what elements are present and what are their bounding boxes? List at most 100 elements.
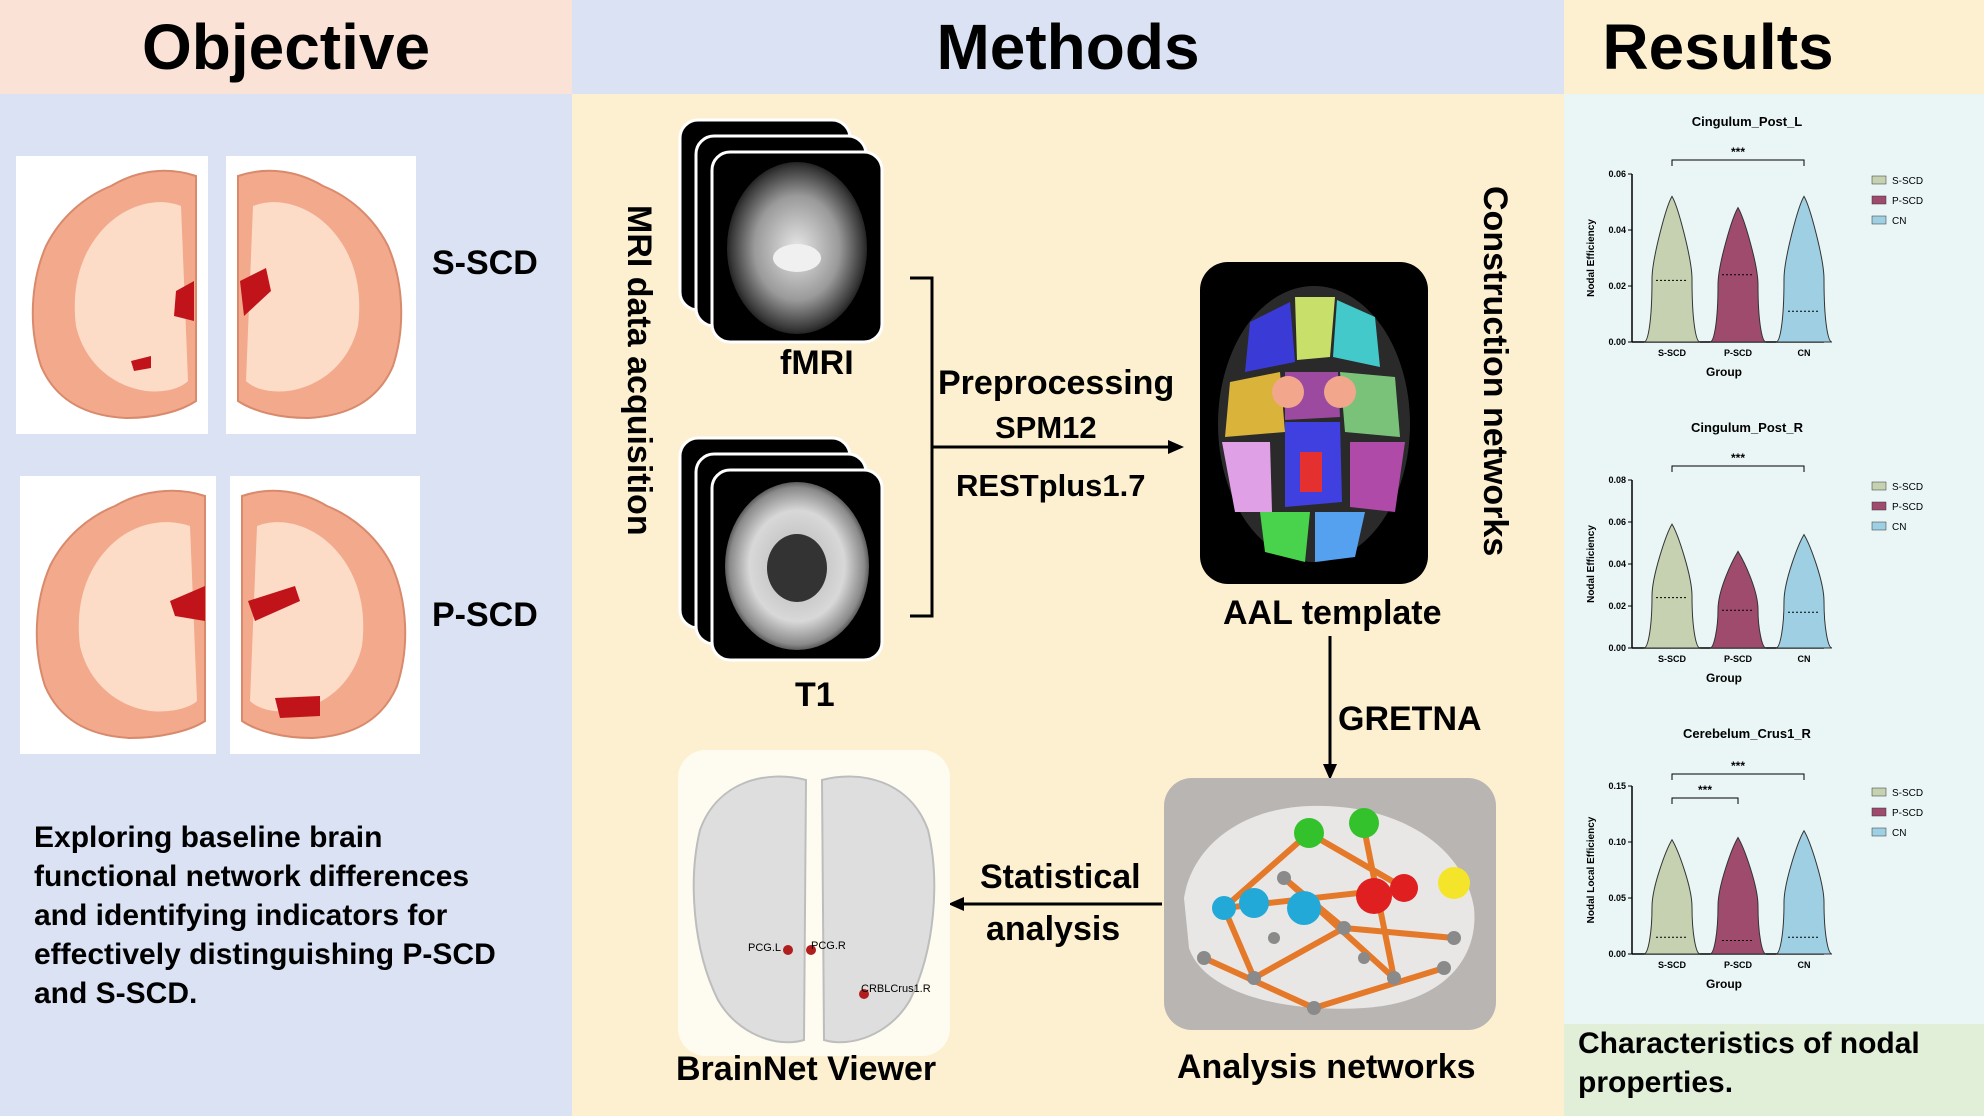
results-header-bg: [1564, 0, 1984, 94]
aal-template-image: [1200, 262, 1428, 584]
y-tick-label: 0.06: [1608, 517, 1626, 527]
significance-label: ***: [1731, 451, 1745, 465]
significance-bracket: [1671, 465, 1805, 472]
results-conclusion: Characteristics of nodal properties.: [1578, 1027, 1920, 1099]
significance-bracket: [1671, 159, 1805, 166]
x-axis-label: Group: [1706, 671, 1742, 685]
legend-swatch: [1871, 827, 1887, 837]
y-tick-label: 0.15: [1608, 781, 1626, 791]
violin-cn: [1775, 533, 1833, 649]
significance-label: ***: [1731, 759, 1745, 773]
significance-bracket: [1671, 797, 1739, 804]
x-tick-label: CN: [1798, 348, 1811, 358]
y-axis-label: Nodal Local Efficiency: [1586, 816, 1597, 923]
legend-swatch: [1871, 175, 1887, 185]
x-tick-label: P-SCD: [1724, 960, 1753, 970]
significance-label: ***: [1698, 783, 1712, 797]
restplus-label: RESTplus1.7: [956, 468, 1146, 503]
chart-title: Cingulum_Post_L: [1692, 114, 1803, 129]
node-label-pcg-r: PCG.R: [811, 940, 846, 952]
y-tick-label: 0.10: [1608, 837, 1626, 847]
y-axis-label: Nodal Efficiency: [1586, 525, 1597, 603]
node-label-crblcrus1-r: CRBLCrus1.R: [861, 983, 931, 995]
x-axis-label: Group: [1706, 365, 1742, 379]
chart-title: Cingulum_Post_R: [1691, 420, 1804, 435]
significance-label: ***: [1731, 145, 1745, 159]
violin-p-scd: [1709, 550, 1767, 649]
legend-swatch: [1871, 215, 1887, 225]
y-tick-label: 0.00: [1608, 643, 1626, 653]
group-label-s-scd: S-SCD: [432, 244, 538, 282]
violin-s-scd: [1643, 523, 1701, 649]
brain-slices-p-scd: [20, 476, 420, 754]
y-tick-label: 0.02: [1608, 281, 1626, 291]
legend-swatch: [1871, 787, 1887, 797]
violin-s-scd: [1643, 838, 1701, 955]
legend-label: S-SCD: [1892, 788, 1923, 799]
legend-label: S-SCD: [1892, 482, 1923, 493]
y-tick-label: 0.08: [1608, 475, 1626, 485]
preprocessing-label: Preprocessing: [938, 364, 1175, 402]
gretna-label: GRETNA: [1338, 700, 1482, 738]
mri-acquisition-text: MRI data acquisition: [620, 205, 658, 536]
x-tick-label: S-SCD: [1658, 348, 1687, 358]
x-tick-label: P-SCD: [1724, 348, 1753, 358]
statistical-label-1: Statistical: [980, 858, 1141, 896]
spm-label: SPM12: [995, 410, 1097, 445]
results-header: Results: [1602, 11, 1834, 83]
objective-description: Exploring baseline brain functional netw…: [34, 821, 496, 1010]
legend-swatch: [1871, 195, 1887, 205]
preprocessing-arrow: [910, 276, 1184, 618]
legend-label: S-SCD: [1892, 176, 1923, 187]
results-conclusion-bg: [1564, 1024, 1984, 1116]
chart-title: Cerebelum_Crus1_R: [1683, 726, 1811, 741]
methods-header: Methods: [936, 11, 1200, 83]
legend-swatch: [1871, 501, 1887, 511]
violin-s-scd: [1643, 195, 1701, 343]
y-tick-label: 0.05: [1608, 893, 1626, 903]
mri-acquisition-label: MRI data acquisition: [614, 205, 658, 565]
significance-bracket: [1671, 773, 1805, 780]
y-tick-label: 0.04: [1608, 225, 1626, 235]
aal-template-label: AAL template: [1223, 594, 1442, 632]
legend-label: P-SCD: [1892, 502, 1923, 513]
statistical-label-2: analysis: [986, 910, 1121, 948]
legend-swatch: [1871, 521, 1887, 531]
x-axis-label: Group: [1706, 977, 1742, 991]
y-tick-label: 0.02: [1608, 601, 1626, 611]
results-body-bg: [1564, 94, 1984, 1024]
gretna-arrow: [1323, 636, 1337, 780]
y-axis-label: Nodal Efficiency: [1586, 219, 1597, 297]
violin-cn: [1775, 829, 1833, 955]
group-label-p-scd: P-SCD: [432, 596, 538, 634]
t1-label: T1: [795, 676, 835, 714]
x-tick-label: CN: [1798, 654, 1811, 664]
legend-label: P-SCD: [1892, 196, 1923, 207]
violin-chart-1: Cingulum_Post_R0.000.020.040.060.08Nodal…: [1586, 420, 1923, 685]
legend-label: CN: [1892, 216, 1906, 227]
legend-label: P-SCD: [1892, 808, 1923, 819]
analysis-networks-image: [1164, 778, 1496, 1030]
brainnet-viewer-label: BrainNet Viewer: [676, 1050, 937, 1088]
x-tick-label: P-SCD: [1724, 654, 1753, 664]
objective-header-bg: [0, 0, 572, 94]
legend-label: CN: [1892, 522, 1906, 533]
x-tick-label: CN: [1798, 960, 1811, 970]
analysis-networks-label: Analysis networks: [1177, 1048, 1476, 1086]
y-tick-label: 0.00: [1608, 949, 1626, 959]
statistical-arrow: [948, 897, 1162, 911]
fmri-image-stack: [678, 118, 884, 344]
node-label-pcg-l: PCG.L: [748, 942, 781, 954]
construction-networks-label: Construction networks: [1470, 186, 1514, 596]
y-tick-label: 0.00: [1608, 337, 1626, 347]
legend-swatch: [1871, 807, 1887, 817]
x-tick-label: S-SCD: [1658, 654, 1687, 664]
brain-slices-s-scd: [16, 156, 416, 434]
methods-header-bg: [572, 0, 1564, 94]
violin-cn: [1775, 195, 1833, 343]
legend-swatch: [1871, 481, 1887, 491]
objective-header: Objective: [141, 11, 431, 83]
